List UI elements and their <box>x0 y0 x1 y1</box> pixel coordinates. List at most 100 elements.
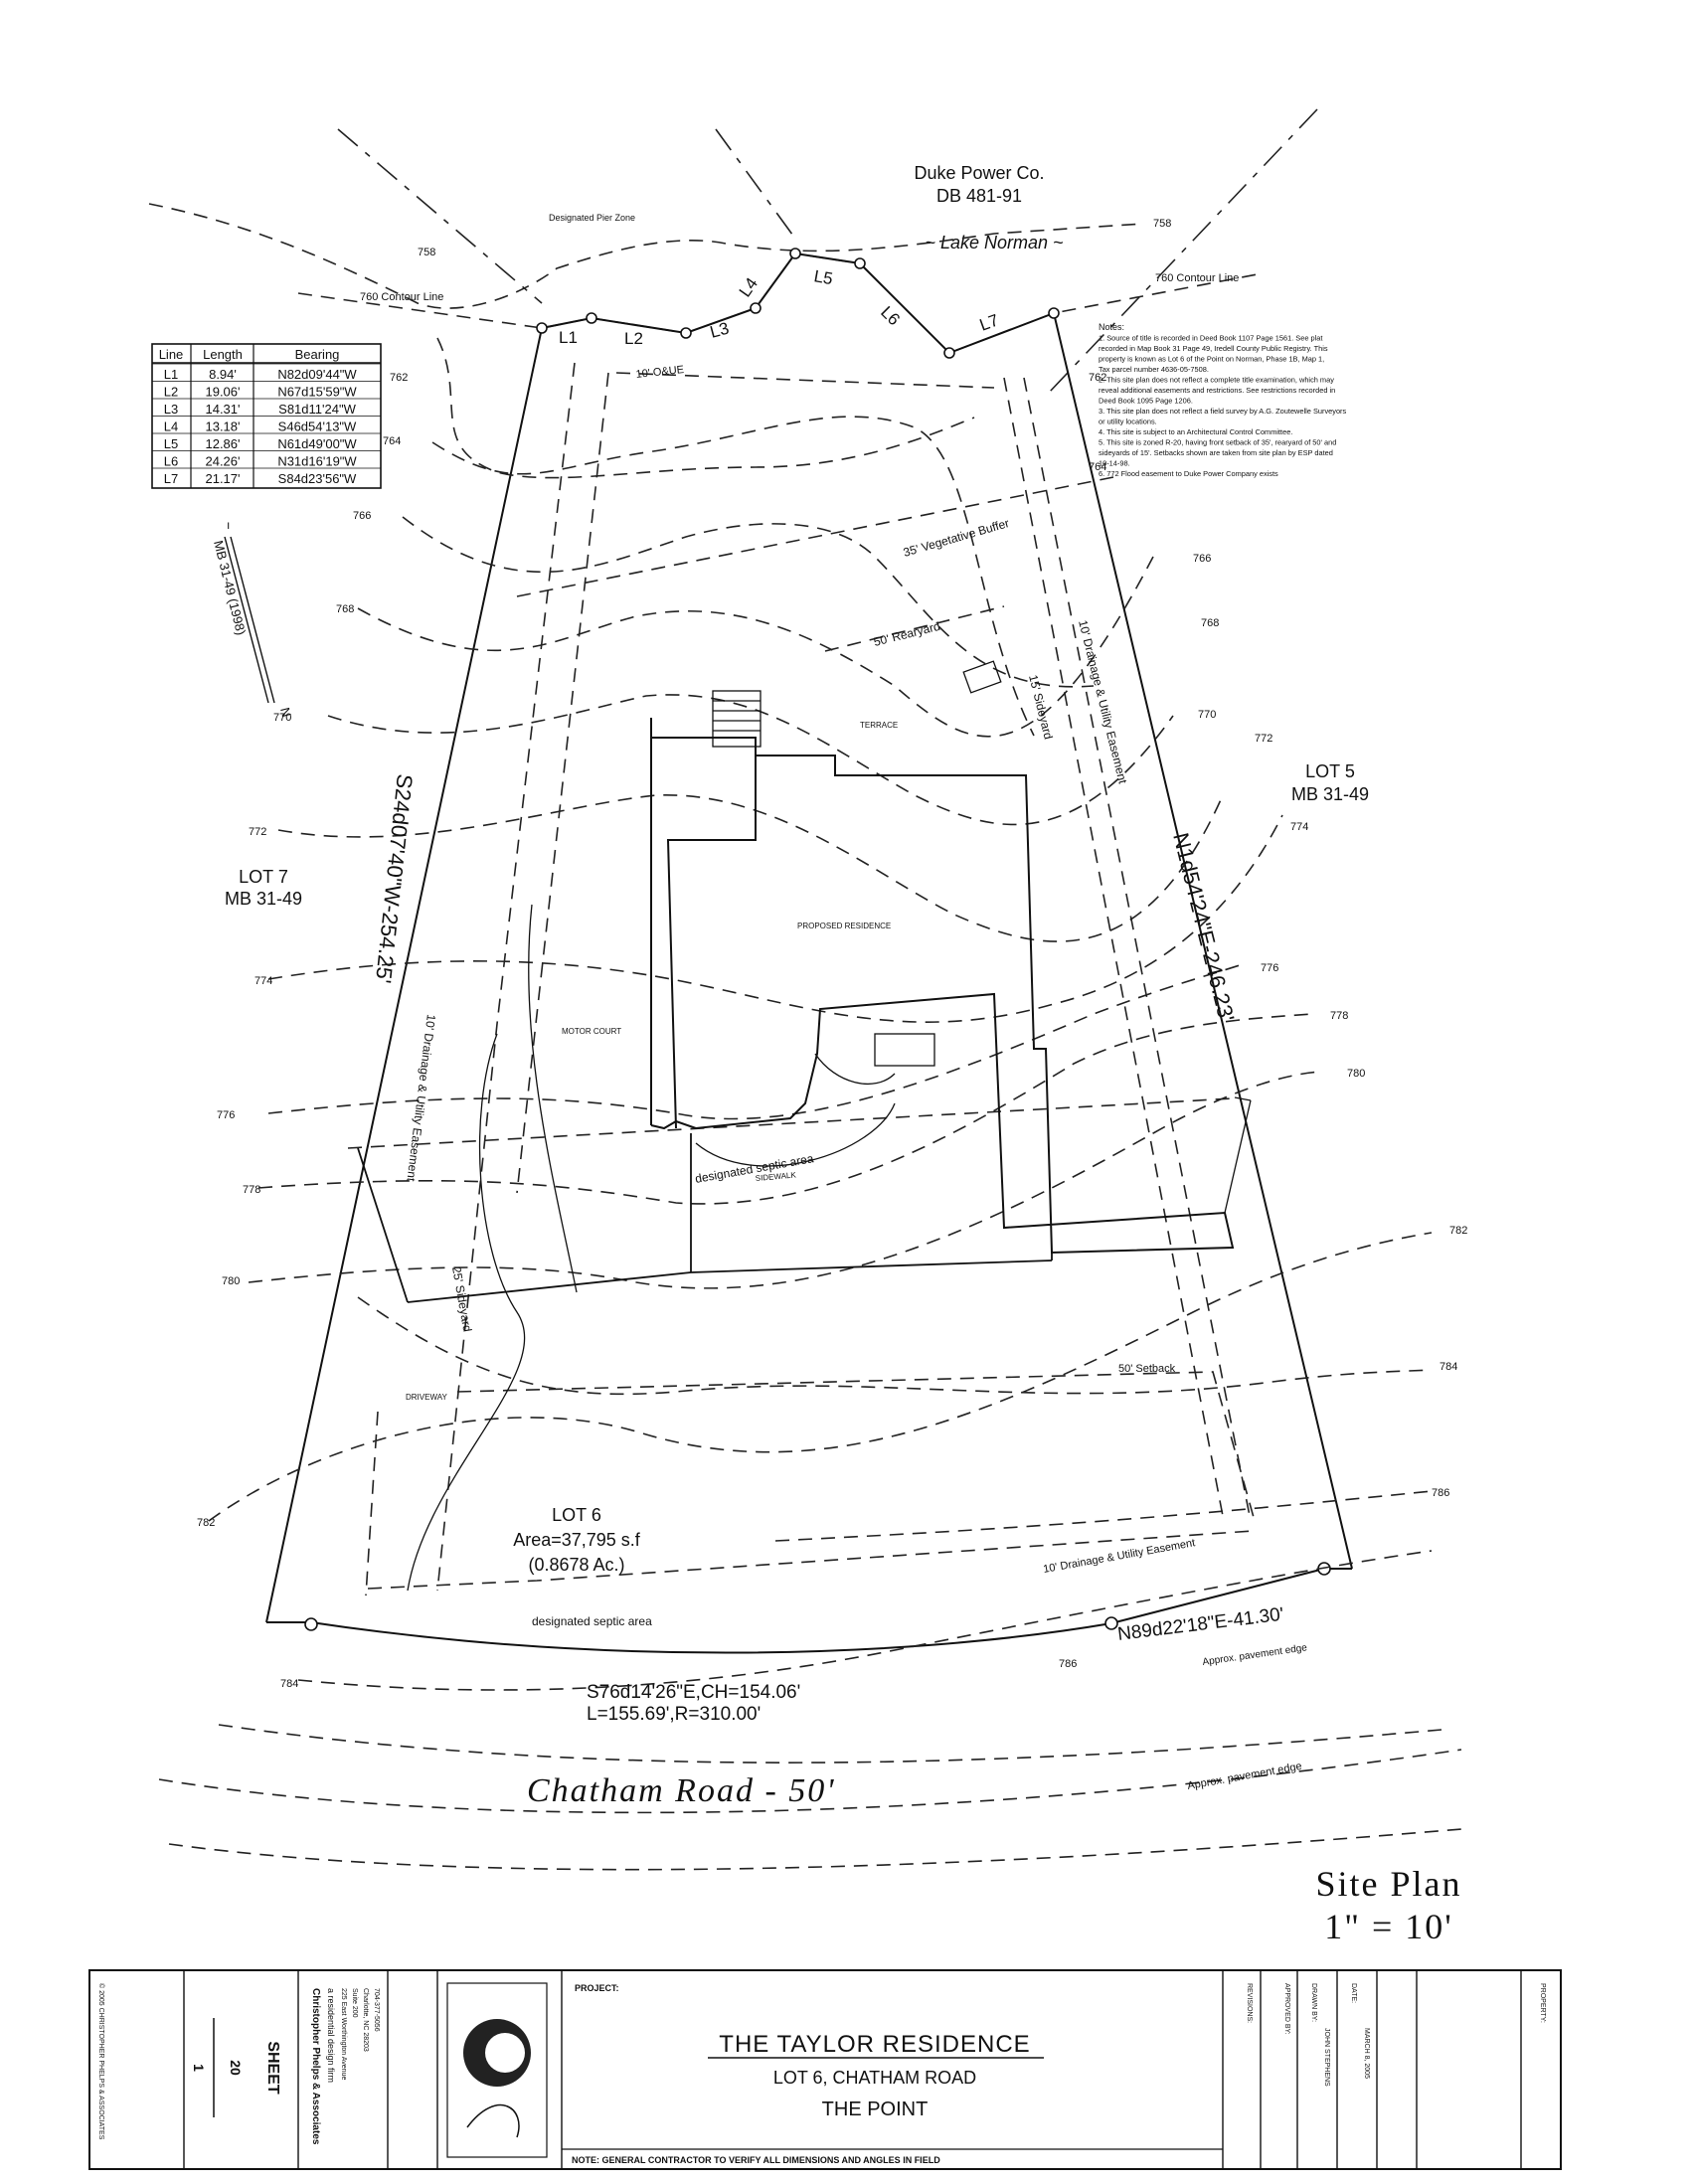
terrace-label: TERRACE <box>860 721 898 730</box>
sheet-total: 20 <box>228 2060 244 2076</box>
road-name: Chatham Road - 50' <box>527 1772 836 1809</box>
drawn-label: DRAWN BY: <box>1310 1983 1317 2022</box>
table-cell: 14.31' <box>205 402 240 417</box>
driveway-south-edge <box>407 1271 692 1303</box>
monument-3 <box>680 327 692 339</box>
contour-label-758: 758 <box>418 247 435 258</box>
driveway-curve-west <box>407 1033 525 1592</box>
copyright-text: © 2005 CHRISTOPHER PHELPS & ASSOCIATES <box>97 1983 105 2140</box>
pavement-edge-north <box>218 1724 1442 1764</box>
sidewalk-label: SIDEWALK <box>755 1170 796 1183</box>
north-arrow-tick: ı <box>227 518 230 532</box>
pier-zone-line-mid <box>715 128 796 240</box>
west-bearing: S24d07'40"W-254.25' <box>371 772 418 984</box>
contour-line-right-label: 760 Contour Line <box>1155 272 1239 284</box>
contour-labels: 758 758 762 762 764 764 766 766 768 768 … <box>197 218 1467 1690</box>
east-easement-line <box>1023 377 1252 1522</box>
note-line: Notes: <box>1099 322 1124 332</box>
monument-7 <box>943 347 955 359</box>
firm-address-1: 225 East Worthington Avenue <box>340 1988 347 2080</box>
contour-label-772-left: 772 <box>249 826 266 838</box>
table-cell: N61d49'00"W <box>277 436 357 451</box>
table-cell: L6 <box>164 454 178 469</box>
contour-label-770-right: 770 <box>1198 709 1216 721</box>
pavement-edge-south <box>168 1828 1462 1871</box>
contour-770 <box>327 694 1174 826</box>
contour-label-768-right: 768 <box>1201 617 1219 629</box>
note-line: Tax parcel number 4636-05-7508. <box>1099 365 1209 374</box>
contour-780 <box>248 1071 1323 1289</box>
contour-label-780-left: 780 <box>222 1275 240 1287</box>
firm-name: Christopher Phelps & Associates <box>310 1988 321 2145</box>
note-line: reveal additional easements and restrict… <box>1099 386 1335 395</box>
table-cell: 21.17' <box>205 471 240 486</box>
note-line: 6. 772 Flood easement to Duke Power Comp… <box>1099 469 1278 478</box>
date-label: DATE: <box>1350 1983 1357 2003</box>
sheet-label: SHEET <box>264 2041 281 2095</box>
pier-zone-line-right <box>1048 108 1318 394</box>
south-arc: L=155.69',R=310.00' <box>587 1704 761 1725</box>
south-chord: S76d14'26"E,CH=154.06' <box>587 1682 800 1703</box>
road: Approx. pavement edge Approx. pavement e… <box>158 1642 1462 1871</box>
table-cell: N82d09'44"W <box>277 367 357 382</box>
deed-label: DB 481-91 <box>936 186 1022 206</box>
veg-buffer-label: 35' Vegetative Buffer <box>902 516 1011 560</box>
note-line: 4. This site is subject to an Architectu… <box>1099 427 1292 436</box>
contour-label-784-left: 784 <box>280 1678 298 1690</box>
firm-subtitle: a residential design firm <box>326 1988 336 2083</box>
od-label: 10' O&UE <box>635 364 685 381</box>
table-cell: N67d15'59"W <box>277 385 357 400</box>
drainage-left-label: 10' Drainage & Utility Easement <box>404 1014 438 1183</box>
table-cell: L3 <box>164 402 178 417</box>
rear-boundary <box>541 252 1055 355</box>
driveway-west-edge <box>357 1147 409 1303</box>
table-cell: L5 <box>164 436 178 451</box>
drainage-bottom-label: 10' Drainage & Utility Easement <box>1042 1537 1196 1576</box>
contour-772 <box>277 794 1224 942</box>
contour-758 <box>148 203 1144 309</box>
contour-label-782-left: 782 <box>197 1517 215 1529</box>
notes-block: Notes:1. Source of title is recorded in … <box>1099 322 1347 478</box>
east-setback-line <box>1003 377 1224 1517</box>
table-cell: S84d23'56"W <box>278 471 357 486</box>
segment-l2: L2 <box>624 329 643 348</box>
contour-764 <box>431 416 1035 737</box>
contour-label-772: 772 <box>1255 733 1272 745</box>
contour-778 <box>257 1013 1313 1205</box>
monument-8 <box>1048 307 1060 319</box>
contour-762 <box>436 337 975 479</box>
contour-784 <box>357 1296 1433 1396</box>
contour-lines <box>208 337 1433 1691</box>
contour-782 <box>208 1232 1433 1522</box>
lot6-name: LOT 6 <box>552 1505 601 1525</box>
rear-steps <box>874 1033 935 1067</box>
table-cell: 19.06' <box>205 385 240 400</box>
lot7-ref: MB 31-49 <box>225 889 302 909</box>
contour-label-766-right: 766 <box>1193 553 1211 565</box>
lot6-acres: (0.8678 Ac.) <box>528 1555 624 1575</box>
septic-bottom-label: designated septic area <box>532 1614 652 1628</box>
contour-line-left-label: 760 Contour Line <box>360 291 443 303</box>
contractor-note: NOTE: GENERAL CONTRACTOR TO VERIFY ALL D… <box>572 2155 940 2165</box>
lot5-ref: MB 31-49 <box>1291 784 1369 804</box>
monument-2 <box>586 312 597 324</box>
contour-label-784: 784 <box>1440 1361 1457 1373</box>
septic-boundary-line <box>347 1097 1234 1149</box>
note-line: 3. This site plan does not reflect a fie… <box>1099 407 1347 416</box>
contour-786-lower <box>297 1550 1433 1691</box>
west-easement-line <box>436 362 576 1592</box>
motor-court-label: MOTOR COURT <box>562 1027 621 1036</box>
sheet-num: 1 <box>191 2064 207 2072</box>
site-plan-title: Site Plan 1" = 10' <box>1315 1864 1459 1946</box>
property-label: PROPERTY: <box>1539 1983 1546 2023</box>
date-value: MARCH 8, 2005 <box>1363 2028 1370 2079</box>
lot5-name: LOT 5 <box>1305 761 1355 781</box>
east-boundary <box>1053 312 1353 1570</box>
firm-address-2: Suite 200 <box>351 1988 358 2018</box>
segment-l7: L7 <box>977 310 1001 334</box>
setback-label: 50' Setback <box>1118 1363 1176 1375</box>
note-line: Deed Book 1095 Page 1206. <box>1099 397 1193 406</box>
sidewalk-curve <box>695 1102 896 1167</box>
residence-outline <box>650 718 1235 1255</box>
